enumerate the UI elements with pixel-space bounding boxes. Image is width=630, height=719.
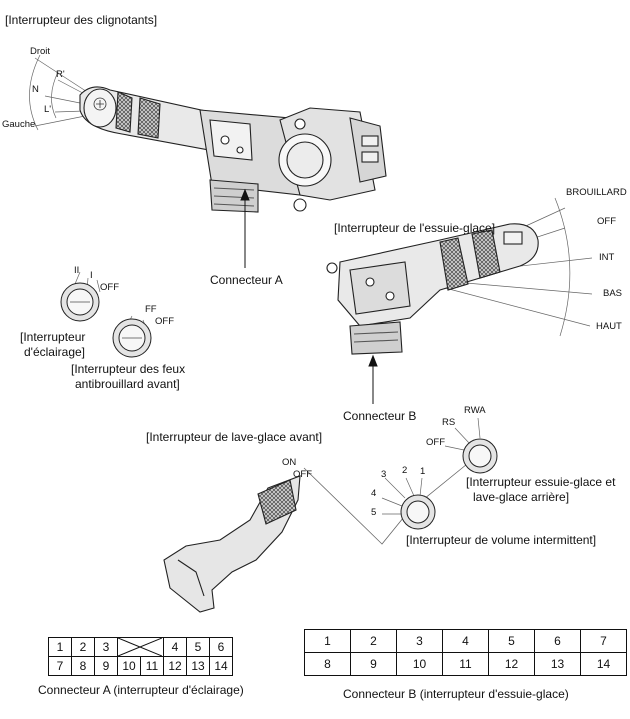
wiper-position-high: HAUT bbox=[596, 321, 622, 332]
pin-cell: 3 bbox=[94, 637, 118, 657]
pin-cell: 6 bbox=[209, 637, 233, 657]
connector-a-pinout: 1 2 3 4 5 6 7 8 9 10 11 12 13 14 bbox=[48, 637, 233, 676]
pin-cell: 4 bbox=[442, 629, 489, 653]
interval-position-4: 4 bbox=[371, 488, 377, 499]
pin-cell: 7 bbox=[580, 629, 627, 653]
rear-position-rwa: RWA bbox=[464, 405, 486, 416]
guide-lines bbox=[303, 459, 473, 545]
fog-knob bbox=[112, 315, 152, 358]
unused-pin-cross bbox=[118, 638, 162, 656]
lighting-position-1: I bbox=[90, 270, 93, 281]
pin-cell: 12 bbox=[163, 656, 187, 676]
turn-position-right: Droit bbox=[30, 46, 51, 57]
interval-position-3: 3 bbox=[381, 469, 387, 480]
connector-b-arrow bbox=[368, 354, 378, 404]
fog-switch-title-line2: antibrouillard avant] bbox=[75, 377, 180, 391]
pin-cell: 13 bbox=[534, 652, 581, 676]
wiper-position-int: INT bbox=[599, 252, 615, 263]
lighting-position-off: OFF bbox=[100, 282, 119, 293]
pin-cell: 11 bbox=[140, 656, 164, 676]
fog-switch-title-line1: [Interrupteur des feux bbox=[71, 362, 186, 376]
connector-b-row-1: 1 2 3 4 5 6 7 bbox=[304, 629, 627, 653]
interval-position-5: 5 bbox=[371, 507, 377, 518]
rear-wiper-switch-title-line2: lave-glace arrière] bbox=[473, 490, 570, 504]
connector-b-pinout: 1 2 3 4 5 6 7 8 9 10 11 12 13 14 bbox=[304, 629, 627, 676]
connector-a-label: Connecteur A bbox=[210, 273, 283, 287]
pin-cell: 2 bbox=[350, 629, 397, 653]
turn-signal-switch-title: [Interrupteur des clignotants] bbox=[5, 13, 158, 27]
pin-cell: 10 bbox=[117, 656, 141, 676]
pin-cell: 8 bbox=[71, 656, 95, 676]
pin-cell: 8 bbox=[304, 652, 351, 676]
lever-knob-detail bbox=[93, 97, 107, 111]
wiper-position-low: BAS bbox=[603, 288, 623, 299]
rear-position-rs: RS bbox=[442, 417, 456, 428]
pin-cell: 2 bbox=[71, 637, 95, 657]
pin-cell: 11 bbox=[442, 652, 489, 676]
pin-cell: 14 bbox=[209, 656, 233, 676]
connector-b-row-2: 8 9 10 11 12 13 14 bbox=[304, 652, 627, 676]
pin-cell: 1 bbox=[48, 637, 72, 657]
pin-cell: 5 bbox=[488, 629, 535, 653]
pin-cell: 4 bbox=[163, 637, 187, 657]
wiper-switch-title: [Interrupteur de l'essuie-glace] bbox=[334, 221, 496, 235]
washer-position-off: OFF bbox=[293, 469, 312, 480]
wiper-position-off: OFF bbox=[597, 216, 616, 227]
turn-position-r-prime: R' bbox=[56, 69, 65, 80]
rear-wiper-switch-title-line1: [Interrupteur essuie-glace et bbox=[466, 475, 616, 489]
pin-cell: 14 bbox=[580, 652, 627, 676]
washer-position-on: ON bbox=[282, 457, 297, 468]
fog-position-off: OFF bbox=[155, 316, 174, 327]
rear-wiper-knob bbox=[444, 417, 498, 474]
wiper-switch-body bbox=[326, 223, 539, 355]
turn-position-neutral: N bbox=[32, 84, 39, 95]
turn-position-l-prime: L' bbox=[44, 104, 52, 115]
connector-b-caption: Connecteur B (interrupteur d'essuie-glac… bbox=[343, 687, 569, 701]
unused-pin-cell bbox=[117, 637, 164, 657]
pin-cell: 9 bbox=[350, 652, 397, 676]
wiper-position-mist: BROUILLARD bbox=[566, 187, 627, 198]
pin-cell: 10 bbox=[396, 652, 443, 676]
pin-cell: 1 bbox=[304, 629, 351, 653]
rear-position-off: OFF bbox=[426, 437, 445, 448]
lighting-switch-title-line2: d'éclairage] bbox=[24, 345, 85, 359]
connector-a-caption: Connecteur A (interrupteur d'éclairage) bbox=[38, 683, 244, 697]
connector-a-arrow bbox=[240, 188, 250, 268]
pin-cell: 7 bbox=[48, 656, 72, 676]
pin-cell: 9 bbox=[94, 656, 118, 676]
pin-cell: 3 bbox=[396, 629, 443, 653]
lighting-switch-title-line1: [Interrupteur bbox=[20, 330, 86, 344]
pin-cell: 5 bbox=[186, 637, 210, 657]
lighting-position-2: II bbox=[74, 265, 80, 276]
interval-position-1: 1 bbox=[420, 466, 426, 477]
washer-lever-body bbox=[163, 475, 301, 613]
intermittent-knob bbox=[381, 477, 436, 530]
turn-signal-switch-body bbox=[79, 86, 387, 213]
lighting-knob bbox=[60, 271, 101, 322]
connector-b-label: Connecteur B bbox=[343, 409, 417, 423]
pin-cell: 6 bbox=[534, 629, 581, 653]
interval-position-2: 2 bbox=[402, 465, 408, 476]
washer-switch-title: [Interrupteur de lave-glace avant] bbox=[146, 430, 323, 444]
pin-cell: 13 bbox=[186, 656, 210, 676]
turn-position-left: Gauche bbox=[2, 119, 36, 130]
intermittent-switch-title: [Interrupteur de volume intermittent] bbox=[406, 533, 597, 547]
pin-cell: 12 bbox=[488, 652, 535, 676]
connector-a-row-1: 1 2 3 4 5 6 bbox=[48, 637, 233, 657]
connector-a-row-2: 7 8 9 10 11 12 13 14 bbox=[48, 656, 233, 676]
fog-position-ff: FF bbox=[145, 304, 157, 315]
